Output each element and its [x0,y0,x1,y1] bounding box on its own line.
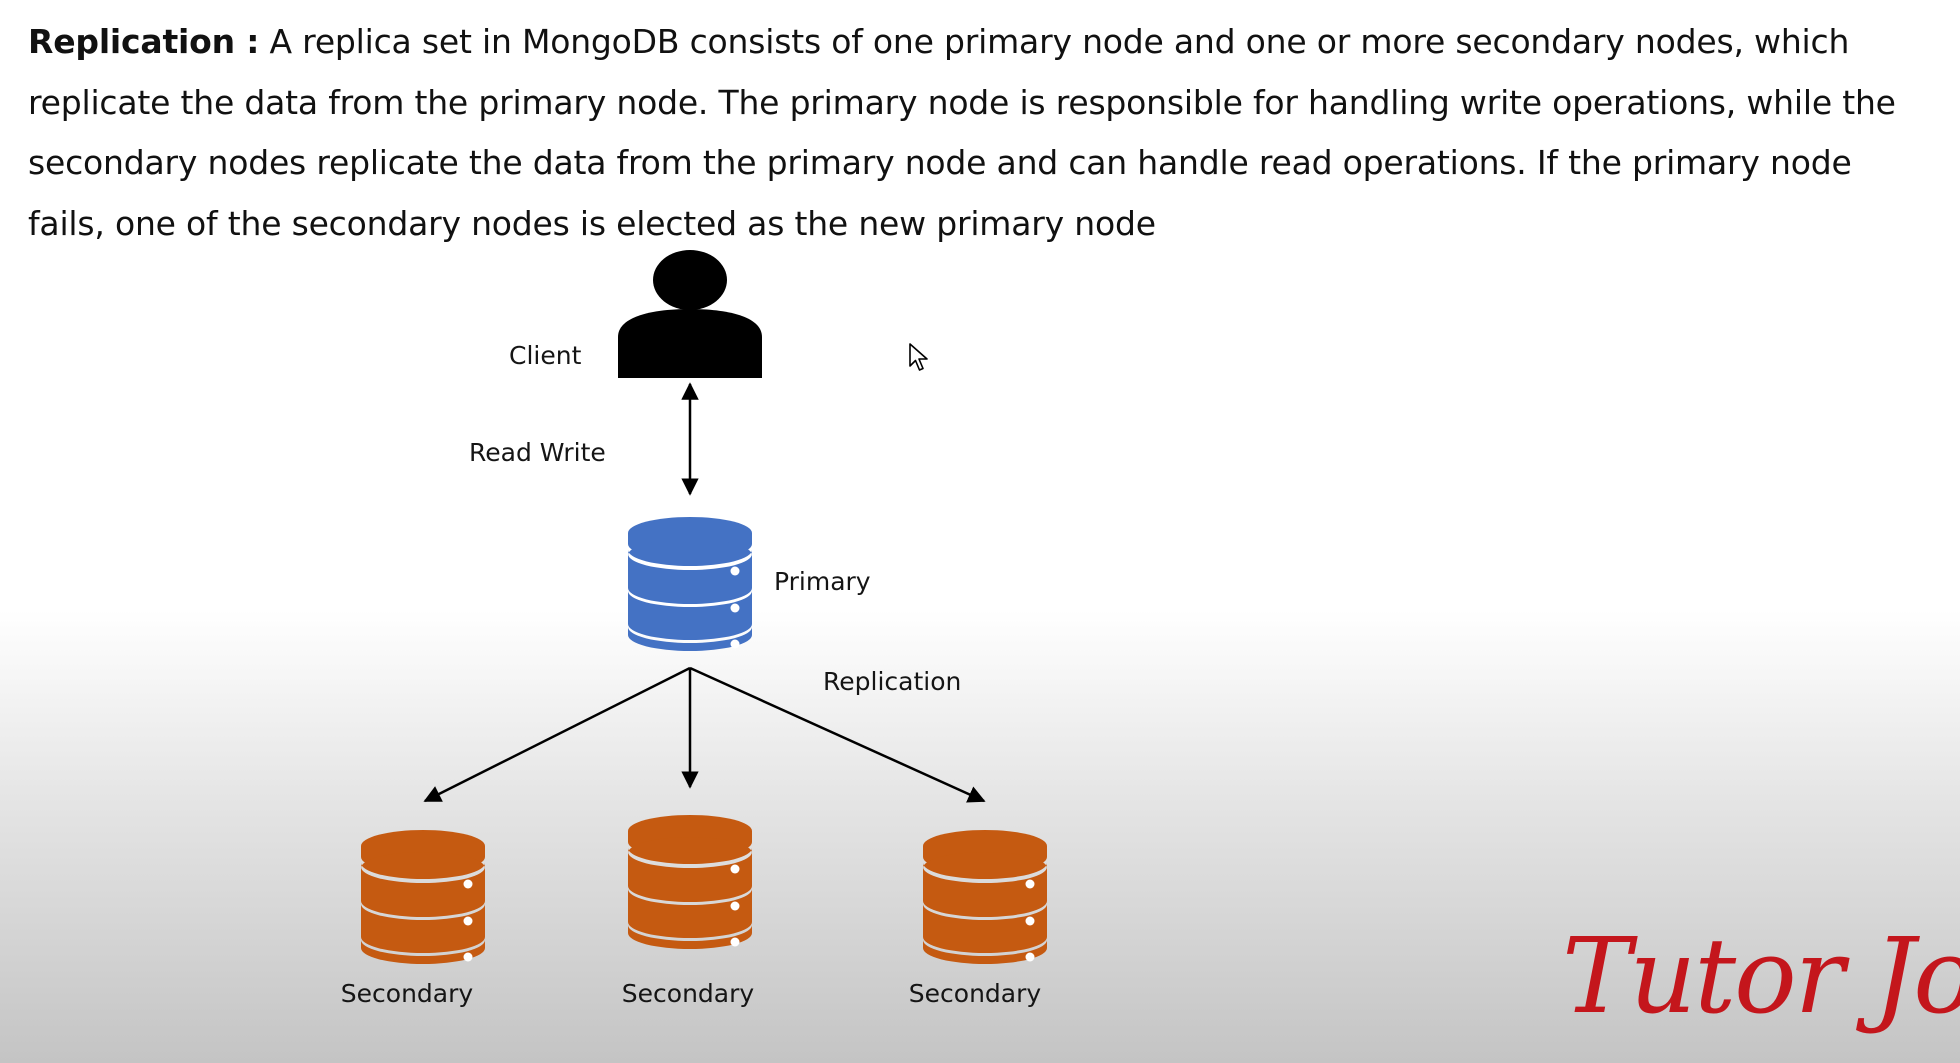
secondary-label-2: Secondary [622,979,755,1008]
replication-arrow-right [689,666,986,803]
secondary-node-2: Secondary [622,815,755,1008]
database-icon [628,815,752,949]
person-icon [618,250,762,378]
secondary-label-3: Secondary [909,979,1042,1008]
primary-node: Primary [628,517,871,651]
mouse-cursor-icon [909,343,928,371]
secondary-node-1: Secondary [341,830,485,1008]
primary-label: Primary [774,567,871,596]
client-label: Client [509,341,582,370]
database-icon [361,830,485,964]
paragraph-heading: Replication : [28,22,260,61]
database-icon [923,830,1047,964]
tutor-joes-watermark: Tutor Joes [1562,915,1960,1037]
paragraph-body: A replica set in MongoDB consists of one… [28,22,1896,243]
replication-arrow-left [423,666,691,803]
description-paragraph: Replication : A replica set in MongoDB c… [28,12,1928,254]
client-node: Client [509,250,762,378]
secondary-label-1: Secondary [341,979,474,1008]
read-write-label: Read Write [469,438,606,467]
secondary-node-3: Secondary [909,830,1047,1008]
replication-arrows [423,666,986,803]
database-icon [628,517,752,651]
replication-label: Replication [823,667,961,696]
